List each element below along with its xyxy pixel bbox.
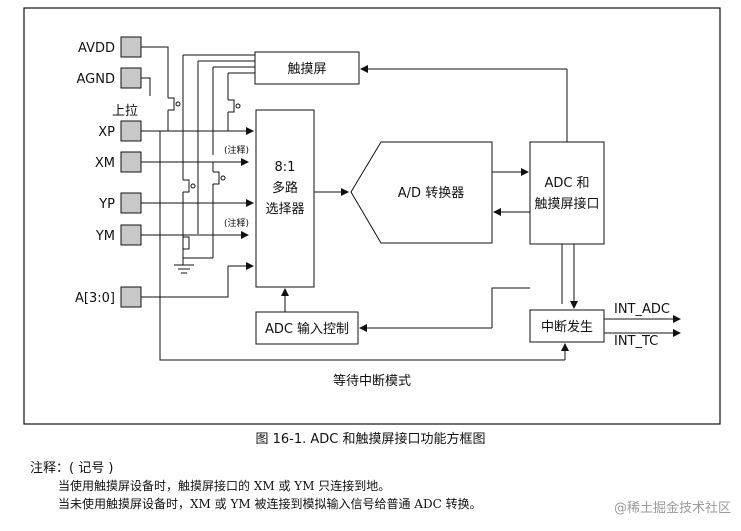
notes-line-1: 当使用触摸屏设备时，触摸屏接口的 XM 或 YM 只连接到地。 (58, 479, 391, 493)
notes-line-2: 当未使用触摸屏设备时，XM 或 YM 被连接到模拟输入信号给普通 ADC 转换。 (58, 497, 482, 511)
svg-text:中断发生: 中断发生 (541, 319, 593, 335)
svg-text:选择器: 选择器 (265, 202, 304, 217)
note-marker-ym: (注释) (224, 217, 249, 229)
figure-caption: 图 16-1. ADC 和触摸屏接口功能方框图 (255, 432, 486, 447)
wait-mode-label: 等待中断模式 (333, 373, 411, 389)
watermark: @稀土掘金技术社区 (613, 501, 731, 516)
pin-ym: YM (95, 224, 142, 246)
note-marker-xm: (注释) (224, 144, 249, 156)
svg-text:多路: 多路 (272, 180, 298, 196)
svg-text:AVDD: AVDD (78, 41, 115, 56)
pullup-label: 上拉 (112, 104, 138, 119)
touch-screen-block: 触摸屏 (254, 51, 360, 85)
interrupt-generator-block: 中断发生 (529, 309, 605, 343)
pin-yp: YP (98, 192, 142, 214)
svg-text:XM: XM (95, 156, 115, 171)
diagram-frame (23, 7, 721, 425)
pin-xp: XP (98, 120, 142, 142)
svg-text:ADC 输入控制: ADC 输入控制 (265, 321, 349, 337)
output-int-adc: INT_ADC (614, 302, 670, 317)
arrows (160, 65, 681, 360)
notes-title: 注释：( 记号 ) (30, 461, 114, 476)
svg-text:A/D 转换器: A/D 转换器 (398, 186, 464, 201)
pin-avdd: AVDD (78, 36, 142, 58)
adc-input-control-block: ADC 输入控制 (255, 311, 359, 345)
svg-text:8:1: 8:1 (275, 160, 296, 175)
svg-text:XP: XP (98, 125, 115, 140)
pin-a3-0: A[3:0] (75, 286, 142, 308)
svg-text:AGND: AGND (77, 72, 115, 87)
svg-text:A[3:0]: A[3:0] (75, 291, 115, 306)
svg-text:YP: YP (98, 197, 115, 212)
svg-text:触摸屏: 触摸屏 (287, 62, 326, 77)
svg-text:ADC 和: ADC 和 (544, 176, 589, 191)
pin-agnd: AGND (77, 67, 142, 89)
svg-text:触摸屏接口: 触摸屏接口 (534, 196, 599, 212)
mux-block: 8:1 多路 选择器 (255, 109, 315, 288)
adc-touch-interface-block: ADC 和 触摸屏接口 (529, 141, 605, 245)
output-int-tc: INT_TC (614, 334, 658, 349)
adc-converter-block: A/D 转换器 (350, 141, 493, 244)
svg-text:YM: YM (95, 229, 115, 244)
pin-xm: XM (95, 151, 142, 173)
